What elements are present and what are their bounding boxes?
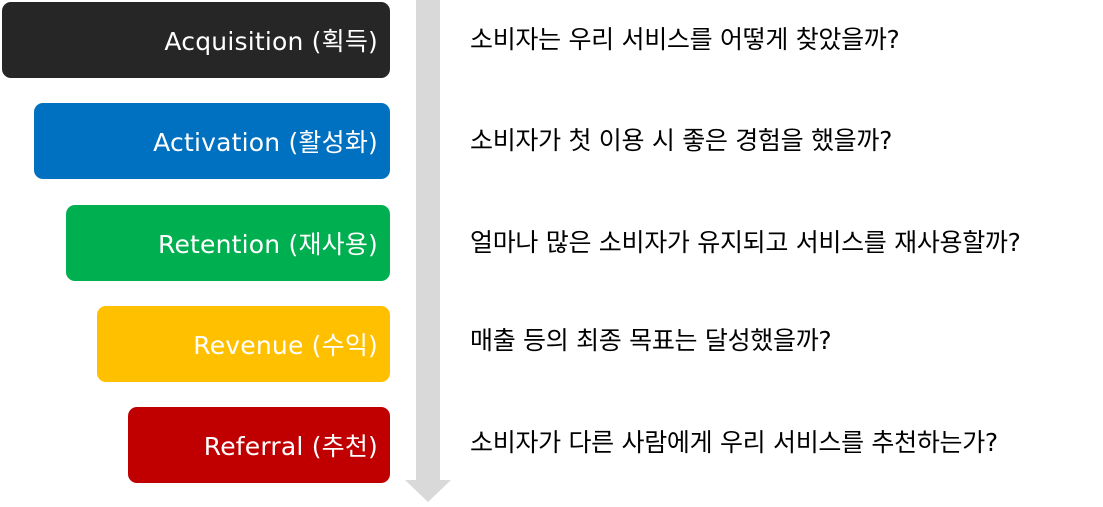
stage-revenue: Revenue (수익) <box>97 306 390 382</box>
stage-acquisition: Acquisition (획득) <box>2 2 390 78</box>
stage-activation: Activation (활성화) <box>34 103 390 179</box>
question-revenue: 매출 등의 최종 목표는 달성했을까? <box>470 326 832 355</box>
stage-referral: Referral (추천) <box>128 407 390 483</box>
question-retention: 얼마나 많은 소비자가 유지되고 서비스를 재사용할까? <box>470 228 1021 257</box>
question-acquisition: 소비자는 우리 서비스를 어떻게 찾았을까? <box>470 25 900 54</box>
question-activation: 소비자가 첫 이용 시 좋은 경험을 했을까? <box>470 126 893 155</box>
stage-retention: Retention (재사용) <box>66 205 390 281</box>
question-referral: 소비자가 다른 사람에게 우리 서비스를 추천하는가? <box>470 428 998 457</box>
